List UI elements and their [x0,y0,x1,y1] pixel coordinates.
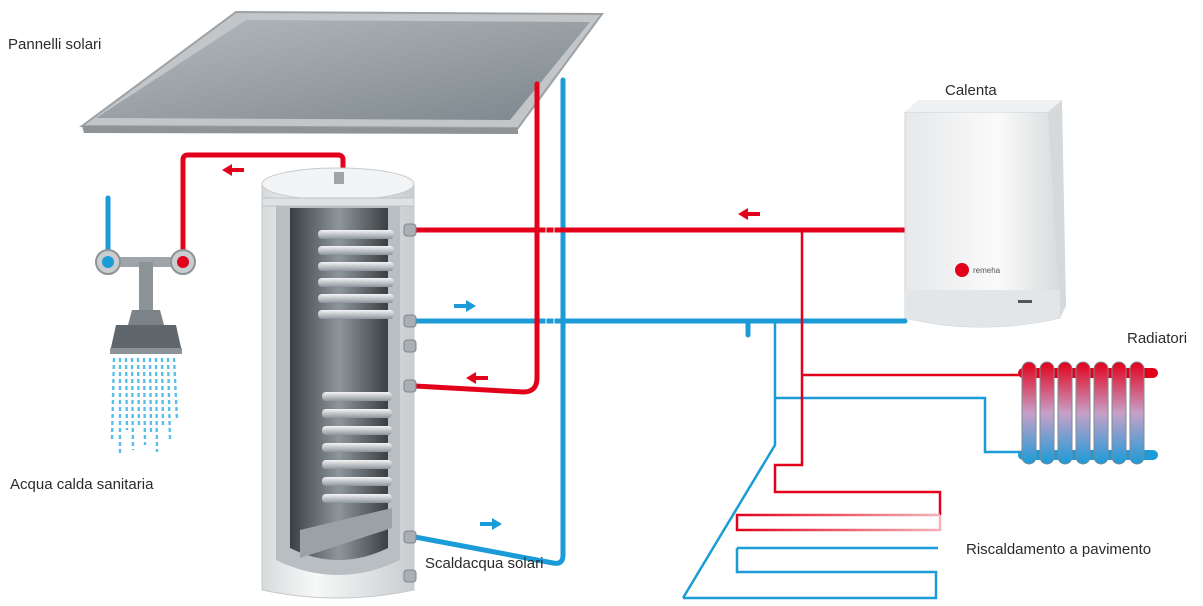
shower-head-icon [110,310,182,354]
radiator [1018,361,1158,465]
mixer-tap-icon [95,249,196,312]
solar-cylinder-label: Scaldacqua solari [425,555,544,572]
solar-panel [78,10,604,134]
boiler-label: Calenta [945,82,997,99]
tank-connectors [403,223,417,583]
solar-panels-label: Pannelli solari [8,36,102,53]
hot-water-label: Acqua calda sanitaria [10,476,154,493]
floor-mixed-line [735,513,942,532]
cold-thin-lines [681,321,1020,600]
boiler-brand-text: remeha [973,266,1001,275]
solar-water-tank [261,167,417,599]
arrow-icon [222,164,760,384]
boiler: remeha [904,100,1066,328]
water-spray [110,357,179,455]
cold-water-pipes [105,77,908,566]
upper-heat-exchanger [318,230,394,319]
arrow-icon [454,300,502,530]
remeha-logo-icon [955,263,969,277]
lower-heat-exchanger [300,392,392,558]
hot-water-pipes [180,81,908,395]
hot-thin-lines [773,230,1020,515]
radiators-label: Radiatori [1127,330,1188,347]
floor-heating-label: Riscaldamento a pavimento [966,541,1152,558]
